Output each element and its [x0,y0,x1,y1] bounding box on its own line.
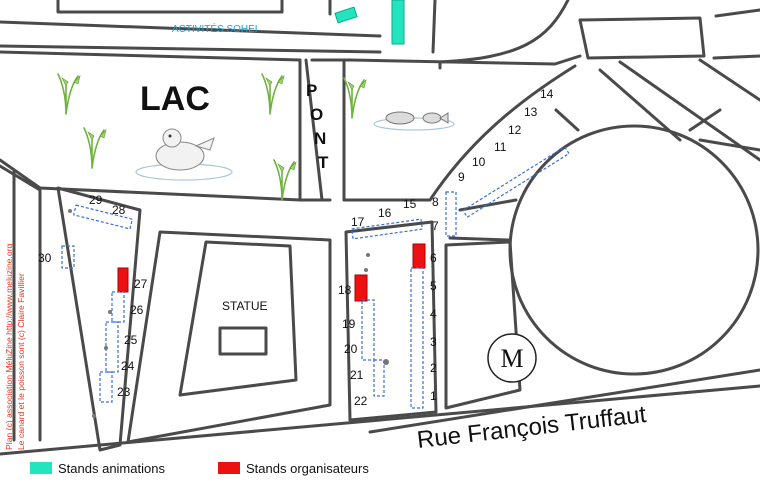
bridge-label-letter: T [318,153,329,172]
stand-number-26: 26 [130,303,144,317]
stand-numbers: 1 2 3 4 5 6 7 8 9 10 11 12 13 14 15 16 1… [38,87,554,408]
organizer-stands [117,243,426,302]
stand-number-29: 29 [89,193,103,207]
stand-number-3: 3 [430,335,437,349]
stand-number-17: 17 [351,215,365,229]
stand-number-28: 28 [112,203,126,217]
legend-animations-label: Stands animations [58,461,165,476]
stand-number-23: 23 [117,385,131,399]
duck-icon [135,128,233,181]
fish-icon [373,111,455,131]
stand-number-1: 1 [430,389,437,403]
street-label: Rue François Truffaut [416,401,648,454]
legend-animations-swatch [30,462,52,474]
credit-line-2: Le canard et le poisson sont (c) Claire … [16,273,26,450]
stand-number-4: 4 [430,307,437,321]
markers [68,209,389,418]
stand-number-13: 13 [524,105,538,119]
stand-number-25: 25 [124,333,138,347]
stand-number-16: 16 [378,206,392,220]
stand-number-18: 18 [338,283,352,297]
stand-number-14: 14 [540,87,554,101]
stand-number-11: 11 [494,140,507,154]
stand-number-21: 21 [350,368,364,382]
stand-number-27: 27 [134,277,148,291]
statue-label: STATUE [222,299,268,313]
stand-number-2: 2 [430,361,437,375]
metro-icon: M [487,333,537,383]
road-network [0,0,760,456]
stand-number-22: 22 [354,394,368,408]
reeds [57,73,367,201]
stand-number-10: 10 [472,155,486,169]
stand-number-12: 12 [508,123,522,137]
bridge-label-letter: P [306,81,317,100]
legend-organizers-swatch [218,462,240,474]
bridge-label-letter: O [310,105,323,124]
stand-number-6: 6 [430,251,437,265]
stand-number-20: 20 [344,342,358,356]
animation-stands [334,0,405,45]
stand-number-30: 30 [38,251,52,265]
metro-label: M [500,344,523,373]
stand-number-15: 15 [403,197,417,211]
stand-outlines [61,145,570,409]
stand-number-24: 24 [121,359,135,373]
activities-label: ACTIVITÉS SOHEI [172,22,258,35]
stand-number-9: 9 [458,170,465,184]
lake-label: LAC [140,80,210,118]
stand-number-8: 8 [432,195,439,209]
stand-number-5: 5 [430,279,437,293]
bridge-label-letter: N [314,129,326,148]
legend-organizers-label: Stands organisateurs [246,461,369,476]
legend: Stands animations Stands organisateurs [30,461,369,476]
credit-line-1: Plan (c) association MéluZine http://www… [4,243,14,450]
stand-number-19: 19 [342,317,356,331]
stand-number-7: 7 [432,219,439,233]
